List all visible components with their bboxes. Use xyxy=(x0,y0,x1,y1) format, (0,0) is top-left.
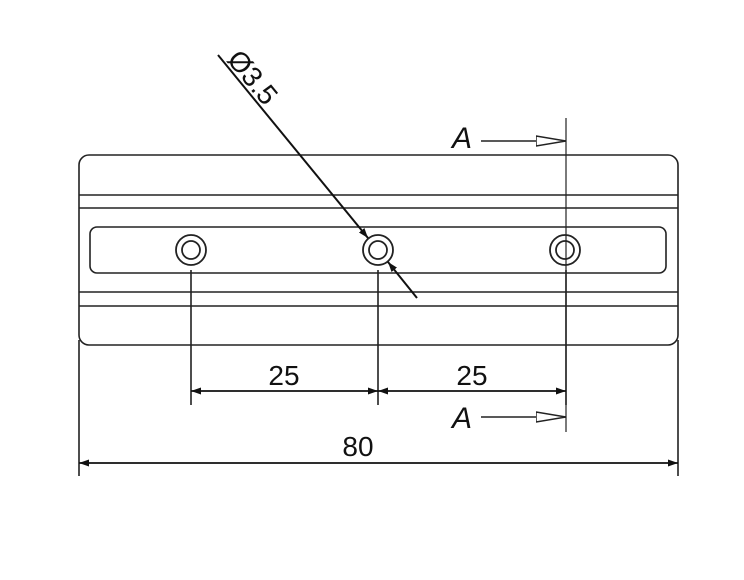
section-marker-top: A xyxy=(450,122,566,155)
diameter-leader: Ø3.5 xyxy=(217,44,418,299)
overall-dimension: 80 xyxy=(79,431,678,467)
pitch-dimension-right: 25 xyxy=(378,360,566,395)
hole xyxy=(175,234,207,266)
section-label-bottom: A xyxy=(450,402,472,435)
hole-diameter-label: Ø3.5 xyxy=(221,44,284,111)
section-label-top: A xyxy=(450,122,472,155)
pitch-right-label: 25 xyxy=(456,360,487,391)
hole xyxy=(549,234,581,266)
pitch-dimension-left: 25 xyxy=(191,360,378,395)
hole xyxy=(362,234,394,266)
overall-length-label: 80 xyxy=(342,431,373,462)
pitch-left-label: 25 xyxy=(268,360,299,391)
section-marker-bottom: A xyxy=(450,402,566,435)
extension-lines xyxy=(78,270,679,476)
